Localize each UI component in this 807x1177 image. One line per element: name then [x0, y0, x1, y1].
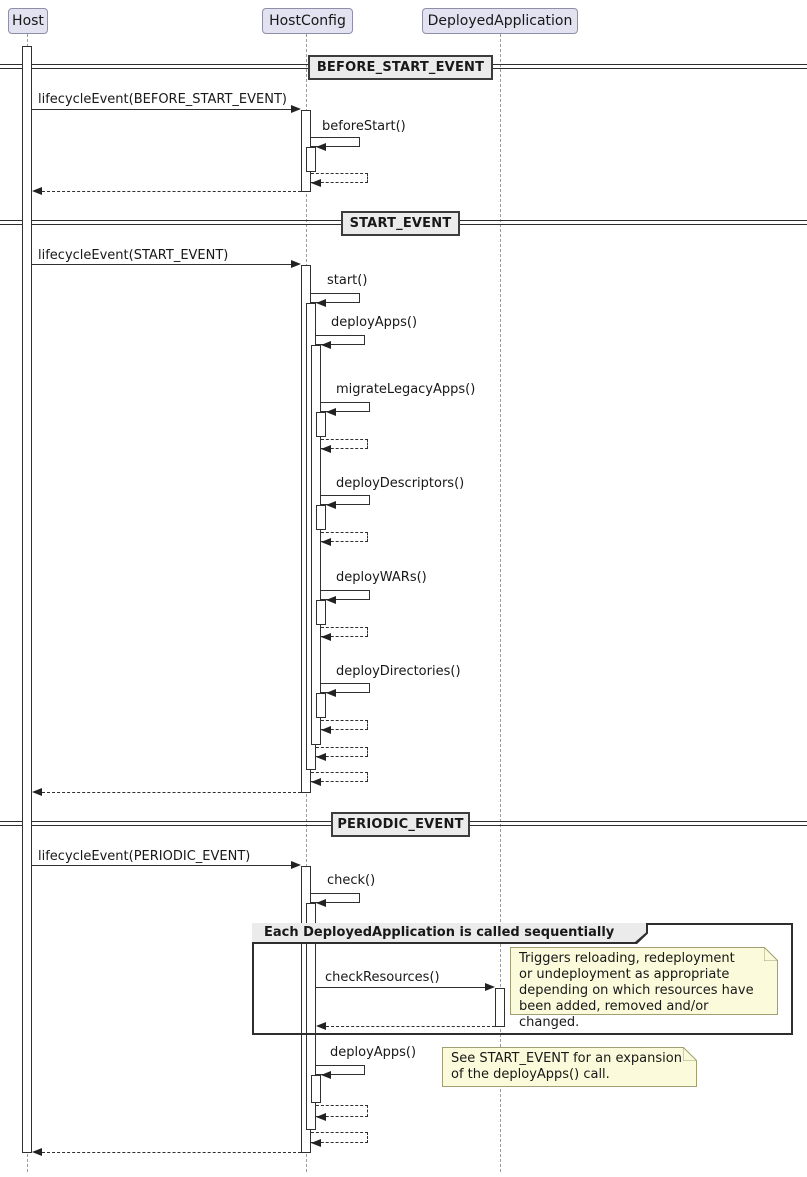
arrowhead-right-icon: [485, 983, 495, 991]
selfcall-deploy-wars: [321, 590, 370, 600]
arrowhead-left-icon: [32, 788, 42, 796]
selfreturn-deploy-wars: [321, 627, 368, 637]
selfcall-deploy-descriptors: [321, 495, 370, 505]
activation-deploy-apps-periodic: [311, 1075, 321, 1103]
participant-host: Host: [8, 8, 48, 34]
arrowhead-left-icon: [316, 899, 326, 907]
message-label-deploy-apps-periodic: deployApps(): [330, 1045, 417, 1060]
selfcall-start: [311, 293, 360, 303]
activation-deployedapplication: [495, 988, 505, 1027]
arrowhead-left-icon: [316, 143, 326, 151]
arrowhead-left-icon: [326, 501, 336, 509]
arrowhead-left-icon: [321, 633, 331, 641]
arrowhead-left-icon: [311, 778, 321, 786]
arrowhead-right-icon: [291, 105, 301, 113]
message-label-start: start(): [327, 273, 368, 288]
activation-host: [22, 46, 32, 1153]
activation-deploy-directories: [316, 693, 326, 718]
activation-check: [306, 903, 316, 1130]
return-line-periodic: [42, 1152, 301, 1153]
note-fold-icon: [683, 1047, 697, 1061]
divider-label-before-start-event: BEFORE_START_EVENT: [308, 55, 493, 80]
arrowhead-left-icon: [316, 753, 326, 761]
message-label-check-resources: checkResources(): [325, 970, 440, 985]
message-label-deploy-descriptors: deployDescriptors(): [336, 476, 465, 491]
note-fold-icon: [764, 947, 778, 961]
arrowhead-left-icon: [321, 341, 331, 349]
message-label-lifecycle-before: lifecycleEvent(BEFORE_START_EVENT): [38, 92, 287, 107]
selfcall-migrate-legacy-apps: [321, 402, 370, 412]
arrowhead-left-icon: [326, 408, 336, 416]
selfreturn-deploy-apps: [316, 747, 368, 757]
arrowhead-left-icon: [316, 299, 326, 307]
activation-migrate-legacy-apps: [316, 412, 326, 437]
message-label-deploy-directories: deployDirectories(): [336, 664, 461, 679]
message-label-check: check(): [327, 873, 376, 888]
participant-hostconfig: HostConfig: [262, 8, 353, 34]
arrowhead-left-icon: [316, 1113, 326, 1121]
deployedapplication-lifeline: [500, 34, 501, 1172]
arrowhead-left-icon: [326, 689, 336, 697]
divider-label-start-event: START_EVENT: [341, 211, 460, 236]
activation-deploy-wars: [316, 600, 326, 625]
note-check-resources: Triggers reloading, redeployment or unde…: [510, 947, 778, 1030]
return-line-before: [42, 191, 301, 192]
arrowhead-left-icon: [32, 1148, 42, 1156]
message-label-lifecycle-start: lifecycleEvent(START_EVENT): [38, 248, 229, 263]
activation-deploy-descriptors: [316, 505, 326, 530]
arrowhead-right-icon: [291, 861, 301, 869]
selfreturn-start: [311, 772, 368, 782]
message-line-lifecycle-periodic: [32, 865, 291, 866]
message-label-lifecycle-periodic: lifecycleEvent(PERIODIC_EVENT): [38, 849, 251, 864]
arrowhead-left-icon: [321, 538, 331, 546]
divider-label-periodic-event: PERIODIC_EVENT: [331, 812, 470, 837]
message-line-check-resources: [316, 987, 486, 988]
note-deploy-apps: See START_EVENT for an expansion of the …: [442, 1047, 697, 1087]
selfreturn-before-start: [311, 173, 368, 183]
selfreturn-deploy-apps-periodic: [316, 1105, 368, 1117]
message-line-lifecycle-before: [32, 109, 291, 110]
message-label-deploy-apps: deployApps(): [331, 315, 418, 330]
message-label-before-start: beforeStart(): [322, 119, 406, 134]
message-label-deploy-wars: deployWARs(): [336, 570, 427, 585]
arrowhead-left-icon: [321, 726, 331, 734]
arrowhead-left-icon: [326, 596, 336, 604]
selfcall-deploy-apps: [316, 335, 365, 345]
selfcall-deploy-directories: [321, 683, 370, 693]
arrowhead-left-icon: [316, 1022, 326, 1030]
arrowhead-left-icon: [311, 1139, 321, 1147]
participant-deployedapplication: DeployedApplication: [422, 8, 578, 34]
message-line-lifecycle-start: [32, 264, 291, 265]
arrowhead-left-icon: [321, 1071, 331, 1079]
arrowhead-right-icon: [291, 260, 301, 268]
selfreturn-migrate-legacy-apps: [321, 439, 368, 449]
arrowhead-left-icon: [311, 179, 321, 187]
arrowhead-left-icon: [32, 187, 42, 195]
selfcall-deploy-apps-periodic: [316, 1065, 365, 1075]
selfreturn-check: [311, 1132, 368, 1143]
return-line-check-resources: [326, 1026, 495, 1027]
selfreturn-deploy-directories: [321, 720, 368, 730]
selfcall-check: [311, 893, 360, 903]
selfcall-before-start: [311, 137, 360, 147]
activation-deploy-apps: [311, 345, 321, 745]
arrowhead-left-icon: [321, 445, 331, 453]
selfreturn-deploy-descriptors: [321, 532, 368, 542]
return-line-start: [42, 792, 301, 793]
group-header-label: Each DeployedApplication is called seque…: [252, 923, 646, 942]
message-label-migrate-legacy-apps: migrateLegacyApps(): [336, 382, 476, 397]
activation-before-start: [306, 147, 316, 172]
